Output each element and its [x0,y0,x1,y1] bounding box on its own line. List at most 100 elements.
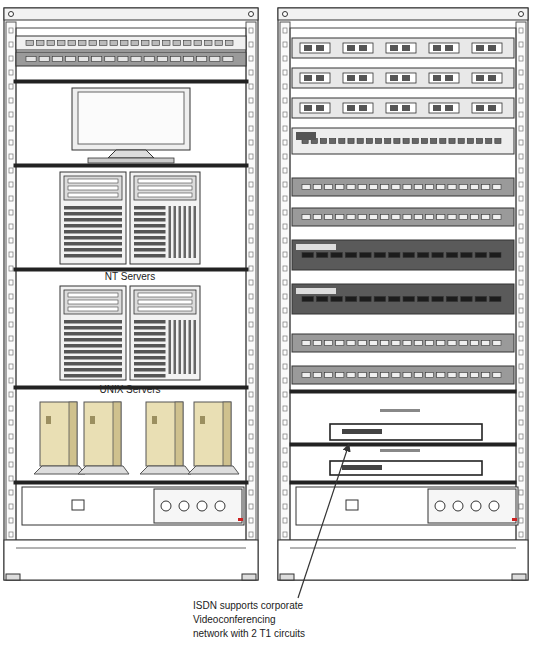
unix-server-button [46,416,51,424]
rail-hole [283,420,287,425]
rail-hole [519,392,523,397]
device-port [482,185,490,190]
device-port [403,185,411,190]
device-port [414,215,422,220]
device-port [475,253,486,258]
rail-hole [9,280,13,285]
vent-bar [64,356,122,360]
device-port [100,41,108,46]
connector [445,45,453,51]
device-port [369,373,377,378]
connector [488,75,496,81]
drive-slot [138,186,192,190]
drive-slot [138,307,192,311]
rail-hole [249,182,253,187]
rail-hole [519,518,523,523]
device-port [215,41,223,46]
connector-pair [429,103,459,113]
device-port [336,185,344,190]
device-port [459,341,467,346]
device-port [385,139,391,144]
rail-hole [249,504,253,509]
rail-hole [283,322,287,327]
ups-unit [22,487,244,525]
rail-hole [519,140,523,145]
device-port [339,139,345,144]
device-port [79,57,89,62]
rail-hole [519,364,523,369]
network-switch [292,334,514,352]
vent-bar [174,206,177,258]
device-port [302,185,310,190]
device-port [470,215,478,220]
rack-frame [4,8,258,580]
racks [4,8,528,598]
device-port [448,373,456,378]
rail-hole [519,336,523,341]
device-port [324,373,332,378]
device-port [403,253,414,258]
device-port [486,139,492,144]
device-port [105,57,115,62]
device-port [313,215,321,220]
drive-bay [134,290,196,314]
unix-server-side [223,402,231,466]
rail-hole [9,168,13,173]
device-port [142,41,150,46]
rail-hole [283,392,287,397]
vent-bar [134,350,166,354]
drive-bay [64,290,122,314]
drive-bay [64,176,122,200]
connector-pair [300,73,330,83]
rail-hole [9,112,13,117]
rail-hole [283,196,287,201]
hub [292,240,514,270]
rail-hole [249,252,253,257]
rail-hole [519,308,523,313]
rail-hole [249,336,253,341]
connector-pair [343,43,373,53]
rail-hole [249,196,253,201]
rack-frame [278,8,528,580]
device-port [320,139,326,144]
drive-slot [68,179,118,183]
rack-screw [283,12,288,17]
vent-bar [169,320,172,374]
connector-pair [429,73,459,83]
rail-hole [519,182,523,187]
device-port [131,57,141,62]
router [292,128,514,154]
connector-pair [300,103,330,113]
device-port [403,373,411,378]
vent-bar [64,326,122,330]
device-port [392,215,400,220]
device-port [437,341,445,346]
device-port [357,139,363,144]
isdn-device [330,424,482,440]
rail-hole [519,504,523,509]
tower-server [130,286,200,380]
rail-hole [283,280,287,285]
rail-hole [519,84,523,89]
device-port [414,185,422,190]
rail-hole [283,266,287,271]
device-port [381,373,389,378]
device-port [366,139,372,144]
device-port [446,253,457,258]
connector [304,75,312,81]
rail-hole [283,168,287,173]
device-port [336,215,344,220]
rail-hole [283,336,287,341]
rail-hole [249,462,253,467]
connector [476,75,484,81]
device-port [482,373,490,378]
device-port [381,341,389,346]
vent-bar [184,320,187,374]
rail-hole [249,518,253,523]
patch-panel [16,36,246,50]
rack-rail [6,22,16,540]
drive-slot [138,179,192,183]
vent-bar [64,224,122,228]
rail-hole [283,224,287,229]
connector [488,105,496,111]
